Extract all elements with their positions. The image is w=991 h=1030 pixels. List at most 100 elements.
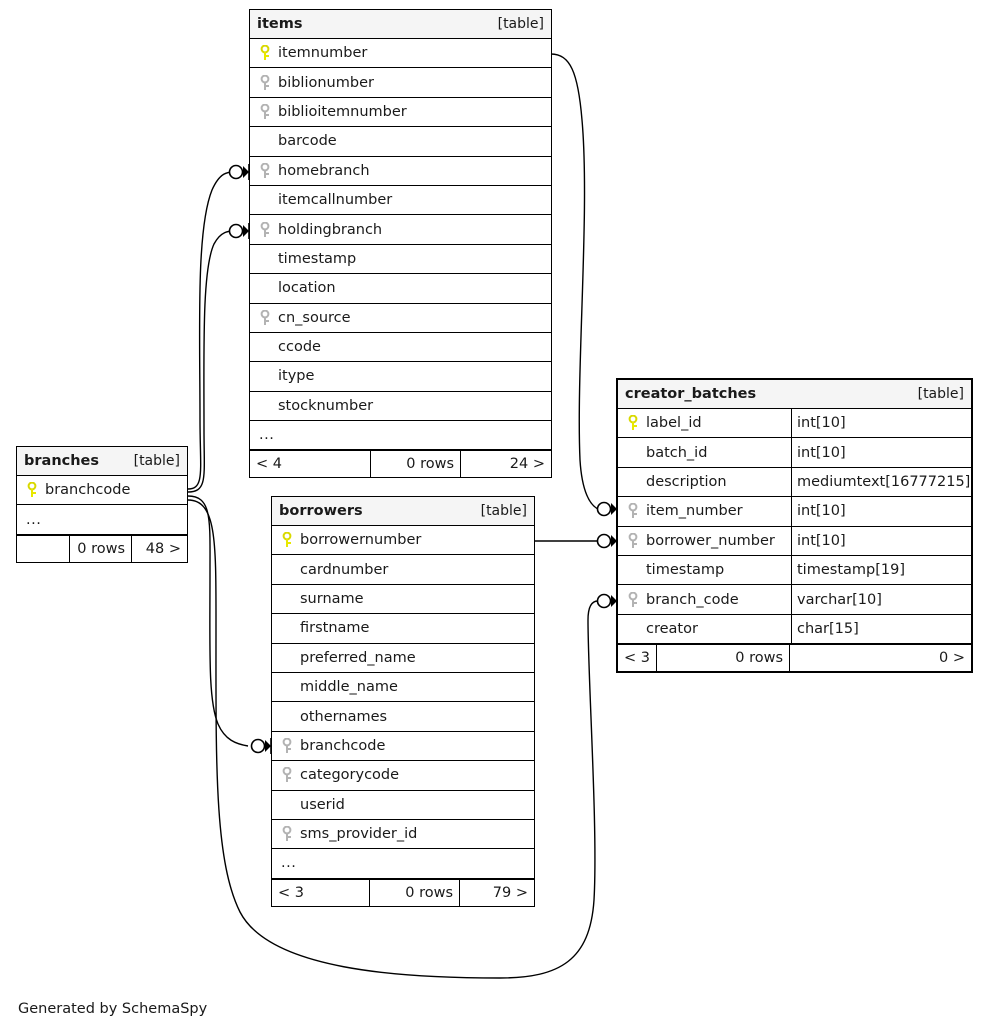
foreign-key-icon: [282, 737, 292, 753]
column-name: batch_id: [646, 444, 708, 461]
column-row-holdingbranch[interactable]: holdingbranch: [250, 215, 551, 245]
column-row-itype[interactable]: itype: [250, 362, 551, 392]
table-branches-footer: 0 rows 48 >: [17, 534, 187, 562]
prev-tables-link[interactable]: < 3: [278, 884, 304, 901]
foreign-key-icon: [628, 591, 638, 607]
column-name: borrowernumber: [300, 532, 422, 549]
table-creator-batches[interactable]: creator_batches [table] label_id int[10]…: [616, 378, 973, 674]
column-name: othernames: [300, 708, 388, 725]
column-name: creator: [646, 620, 698, 637]
column-row-location[interactable]: location: [250, 274, 551, 304]
column-type: char[15]: [791, 614, 971, 644]
column-row-biblionumber[interactable]: biblionumber: [250, 68, 551, 98]
column-type: mediumtext[16777215]: [791, 467, 971, 497]
column-row-stocknumber[interactable]: stocknumber: [250, 392, 551, 422]
column-name: cn_source: [278, 309, 351, 326]
column-row-branch-code[interactable]: branch_code varchar[10]: [618, 585, 971, 615]
column-row-timestamp[interactable]: timestamp: [250, 245, 551, 275]
column-type: int[10]: [791, 497, 971, 526]
column-row-cardnumber[interactable]: cardnumber: [272, 555, 534, 585]
edge-branches-items-holdingbranch: [187, 230, 235, 493]
column-row-firstname[interactable]: firstname: [272, 614, 534, 644]
column-type: timestamp[19]: [791, 555, 971, 585]
column-type: int[10]: [791, 438, 971, 467]
column-name: item_number: [646, 503, 743, 520]
column-name: surname: [300, 590, 364, 607]
column-row-description[interactable]: description mediumtext[16777215]: [618, 467, 971, 498]
column-type: varchar[10]: [791, 585, 971, 614]
table-items-name: items: [257, 16, 303, 32]
table-creator-batches-tag: [table]: [917, 386, 964, 402]
column-row-item-number[interactable]: item_number int[10]: [618, 497, 971, 527]
column-name: itemcallnumber: [278, 192, 393, 209]
table-borrowers-title: borrowers [table]: [272, 497, 534, 526]
column-row-timestamp[interactable]: timestamp timestamp[19]: [618, 555, 971, 586]
table-branches-tag: [table]: [133, 453, 180, 469]
column-row-middle-name[interactable]: middle_name: [272, 673, 534, 703]
edge-items-creator-itemnumber: [550, 53, 599, 510]
table-items-tag: [table]: [497, 16, 544, 32]
table-creator-batches-title: creator_batches [table]: [618, 380, 971, 409]
prev-tables-link[interactable]: [17, 536, 69, 562]
foreign-key-icon: [282, 826, 292, 842]
table-items[interactable]: items [table] itemnumber biblionumber bi…: [249, 9, 552, 479]
edge-branches-items-homebranch: [187, 171, 235, 490]
table-borrowers-footer: < 3 0 rows 79 >: [272, 878, 534, 906]
column-row-borrowernumber[interactable]: borrowernumber: [272, 526, 534, 556]
column-name: timestamp: [278, 250, 357, 267]
column-name: branch_code: [646, 591, 739, 608]
column-row-itemnumber[interactable]: itemnumber: [250, 39, 551, 69]
endpoint-items-homebranch: [228, 164, 250, 180]
next-tables-link[interactable]: 24 >: [460, 451, 551, 478]
column-row-categorycode[interactable]: categorycode: [272, 761, 534, 791]
primary-key-icon: [260, 45, 270, 61]
column-name: preferred_name: [300, 649, 416, 666]
next-tables-link[interactable]: 79 >: [459, 879, 534, 906]
table-items-footer: < 4 0 rows 24 >: [250, 450, 551, 478]
table-branches-title: branches [table]: [17, 447, 187, 476]
table-branches[interactable]: branches [table] branchcode ... 0 rows 4…: [16, 446, 188, 563]
column-name: branchcode: [300, 737, 386, 754]
row-count: 0 rows: [656, 645, 789, 672]
column-name: middle_name: [300, 679, 398, 696]
endpoint-items-holdingbranch: [228, 223, 250, 239]
column-row-borrower-number[interactable]: borrower_number int[10]: [618, 526, 971, 556]
column-name: userid: [300, 796, 345, 813]
foreign-key-icon: [260, 309, 270, 325]
column-name: sms_provider_id: [300, 826, 418, 843]
prev-tables-link[interactable]: < 4: [256, 456, 282, 473]
endpoint-creator-borrower-number: [596, 533, 617, 549]
column-name: firstname: [300, 620, 370, 637]
column-row-biblioitemnumber[interactable]: biblioitemnumber: [250, 98, 551, 128]
prev-tables-link[interactable]: < 3: [624, 650, 650, 667]
column-row-userid[interactable]: userid: [272, 791, 534, 820]
foreign-key-icon: [260, 162, 270, 178]
generated-by-credit: Generated by SchemaSpy: [18, 1001, 208, 1017]
table-borrowers[interactable]: borrowers [table] borrowernumber cardnum…: [271, 496, 535, 907]
column-row-ccode[interactable]: ccode: [250, 333, 551, 363]
column-row-creator[interactable]: creator char[15]: [618, 614, 971, 645]
column-row-preferred-name[interactable]: preferred_name: [272, 644, 534, 673]
column-row-sms-provider-id[interactable]: sms_provider_id: [272, 820, 534, 850]
row-count: 0 rows: [370, 451, 460, 478]
column-row-othernames[interactable]: othernames: [272, 702, 534, 732]
column-row-itemcallnumber[interactable]: itemcallnumber: [250, 186, 551, 216]
foreign-key-icon: [260, 103, 270, 119]
column-row-barcode[interactable]: barcode: [250, 127, 551, 157]
column-row-label-id[interactable]: label_id int[10]: [618, 409, 971, 439]
table-creator-batches-footer: < 3 0 rows 0 >: [618, 644, 971, 672]
column-name: categorycode: [300, 767, 400, 784]
more-columns-indicator: ...: [272, 849, 534, 879]
row-count: 0 rows: [369, 879, 459, 906]
column-row-branchcode[interactable]: branchcode: [17, 476, 187, 506]
column-name: cardnumber: [300, 561, 389, 578]
table-borrowers-tag: [table]: [480, 503, 527, 519]
column-row-surname[interactable]: surname: [272, 585, 534, 615]
column-row-cn-source[interactable]: cn_source: [250, 304, 551, 333]
column-row-batch-id[interactable]: batch_id int[10]: [618, 438, 971, 468]
column-row-branchcode[interactable]: branchcode: [272, 732, 534, 762]
foreign-key-icon: [260, 74, 270, 90]
column-row-homebranch[interactable]: homebranch: [250, 157, 551, 186]
next-tables-link[interactable]: 0 >: [789, 645, 971, 672]
next-tables-link[interactable]: 48 >: [131, 535, 187, 562]
